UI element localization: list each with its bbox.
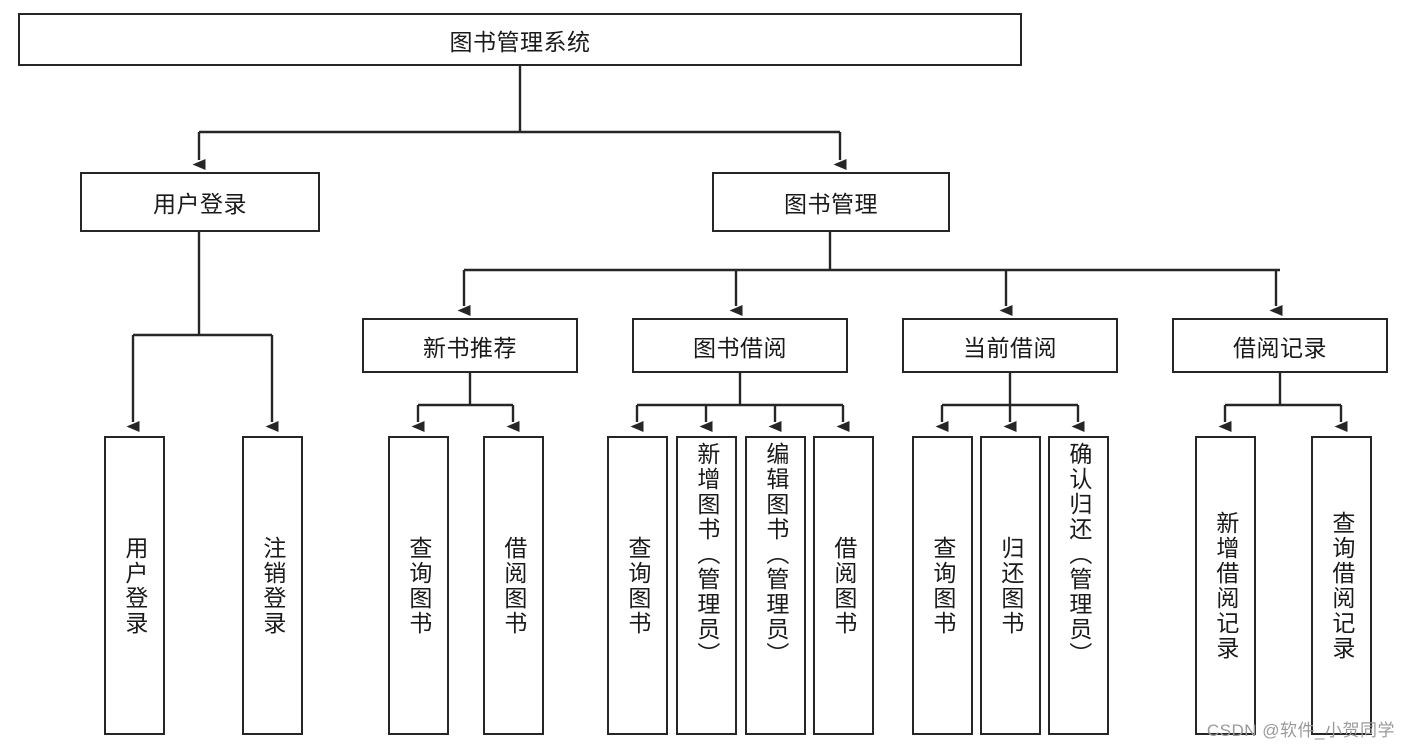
node-new-book-recommend[interactable]: 新书推荐 — [362, 318, 578, 373]
leaf-borrow-book[interactable]: 借阅图书 — [813, 436, 874, 735]
leaf-label: 注销登录 — [259, 535, 286, 636]
leaf-return-book[interactable]: 归还图书 — [980, 436, 1041, 735]
leaf-user-logout[interactable]: 注销登录 — [242, 436, 303, 735]
node-user-login[interactable]: 用户登录 — [80, 172, 320, 232]
node-root-system[interactable]: 图书管理系统 — [18, 13, 1022, 66]
node-label: 图书管理 — [784, 191, 878, 217]
leaf-label: 确认归还（管理员） — [1065, 442, 1092, 667]
leaf-label: 查询图书 — [624, 535, 651, 636]
leaf-label: 查询图书 — [405, 535, 432, 636]
leaf-add-book[interactable]: 新增图书（管理员） — [676, 436, 737, 735]
node-book-management[interactable]: 图书管理 — [712, 172, 950, 232]
leaf-query-borrow-record[interactable]: 查询借阅记录 — [1311, 436, 1372, 735]
leaf-label: 新增借阅记录 — [1212, 510, 1239, 661]
leaf-label: 新增图书（管理员） — [693, 442, 720, 667]
leaf-query-book-borrow[interactable]: 查询图书 — [607, 436, 668, 735]
leaf-user-login[interactable]: 用户登录 — [104, 436, 165, 735]
watermark-text: CSDN @软件_小贺同学 — [1206, 721, 1395, 740]
node-borrow-record[interactable]: 借阅记录 — [1172, 318, 1388, 373]
leaf-label: 归还图书 — [997, 535, 1024, 636]
leaf-edit-book[interactable]: 编辑图书（管理员） — [745, 436, 806, 735]
leaf-label: 借阅图书 — [830, 535, 857, 636]
node-book-borrow[interactable]: 图书借阅 — [632, 318, 848, 373]
leaf-query-book-recommend[interactable]: 查询图书 — [388, 436, 449, 735]
leaf-label: 编辑图书（管理员） — [762, 442, 789, 667]
node-label: 借阅记录 — [1233, 334, 1327, 361]
leaf-add-borrow-record[interactable]: 新增借阅记录 — [1195, 436, 1256, 735]
node-label: 用户登录 — [153, 191, 247, 217]
node-current-borrow[interactable]: 当前借阅 — [902, 318, 1118, 373]
leaf-query-book-current[interactable]: 查询图书 — [912, 436, 973, 735]
leaf-confirm-return[interactable]: 确认归还（管理员） — [1048, 436, 1109, 735]
node-label: 图书管理系统 — [449, 28, 591, 55]
leaf-label: 借阅图书 — [500, 535, 527, 636]
leaf-label: 查询图书 — [929, 535, 956, 636]
leaf-label: 用户登录 — [121, 535, 148, 636]
node-label: 当前借阅 — [963, 334, 1057, 361]
node-label: 图书借阅 — [693, 334, 787, 361]
leaf-borrow-book-recommend[interactable]: 借阅图书 — [483, 436, 544, 735]
node-label: 新书推荐 — [423, 334, 517, 361]
leaf-label: 查询借阅记录 — [1328, 510, 1355, 661]
